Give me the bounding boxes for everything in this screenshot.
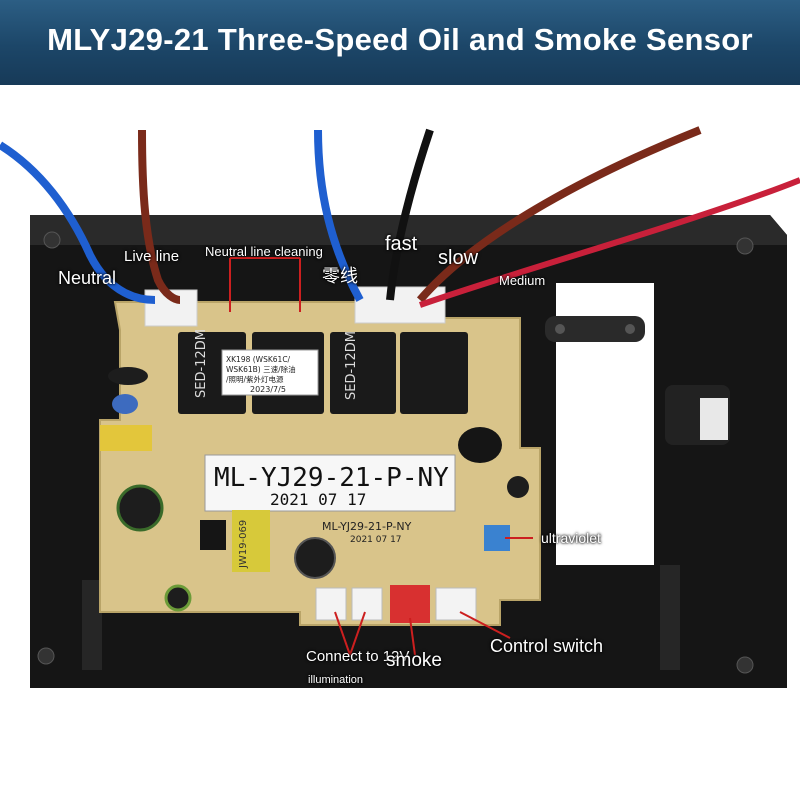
current-coil — [458, 427, 502, 463]
model-sticker — [204, 454, 456, 512]
svg-text:ML-YJ29-21-P-NY: ML-YJ29-21-P-NY — [214, 463, 449, 493]
svg-text:2023/7/5: 2023/7/5 — [250, 385, 286, 394]
connector-12v-a — [315, 587, 347, 621]
connector-control — [435, 587, 477, 621]
label-neutral: Neutral — [58, 268, 117, 288]
enclosure-rim — [30, 215, 787, 245]
wire-live-brown — [138, 129, 181, 304]
connector-12v-b — [351, 587, 383, 621]
mount-hole-bl — [37, 647, 55, 665]
wire-clip — [545, 316, 645, 342]
svg-text:/照明/紫外灯电源: /照明/紫外灯电源 — [226, 374, 284, 384]
label-smoke: smoke — [386, 650, 442, 671]
svg-text:WSK61B) 三速/除油: WSK61B) 三速/除油 — [226, 364, 296, 374]
capacitor-ec2 — [164, 584, 192, 612]
svg-text:XK198 (WSK61C/: XK198 (WSK61C/ — [226, 355, 291, 364]
label-zero-line: 零线 — [322, 266, 358, 286]
mount-hole-tl — [43, 231, 61, 249]
ic-chip — [200, 520, 226, 550]
capacitor-c2 — [294, 537, 336, 579]
connector-smoke — [390, 585, 430, 623]
svg-text:JW19-069: JW19-069 — [238, 520, 249, 569]
svg-text:2021 07 17: 2021 07 17 — [350, 535, 402, 545]
svg-text:ML-YJ29-21-P-NY: ML-YJ29-21-P-NY — [322, 520, 412, 533]
svg-text:SED-12DM: SED-12DM — [344, 331, 359, 400]
label-live-line: Live line — [124, 248, 180, 265]
wire-neutral-blue — [0, 141, 156, 304]
label-medium: Medium — [499, 273, 546, 288]
product-photo: SED-12DM SED-12DM XK198 (WSK61C/ WSK61B)… — [0, 85, 800, 800]
title-banner: MLYJ29-21 Three-Speed Oil and Smoke Sens… — [0, 0, 800, 85]
capacitor-ec3 — [507, 476, 529, 498]
label-connect-12v: Connect to 12V — [306, 648, 410, 665]
label-fast: fast — [385, 233, 418, 255]
wire-slow-brown — [416, 126, 702, 303]
small-sticker — [221, 349, 319, 396]
blue-capacitor — [112, 394, 138, 414]
label-illumination: illumination — [308, 674, 364, 686]
mount-hole-br — [736, 656, 754, 674]
wire-medium-red — [419, 177, 800, 308]
svg-text:2021 07 17: 2021 07 17 — [270, 490, 366, 509]
label-neutral-cleaning: Neutral line cleaning — [205, 244, 323, 259]
label-ultraviolet: ultraviolet — [541, 530, 601, 546]
wire-zero-blue — [314, 129, 364, 302]
ntc-thermistor — [108, 367, 148, 385]
mount-hole-tr — [736, 237, 754, 255]
capacitor-c1 — [116, 484, 164, 532]
label-control-switch: Control switch — [490, 636, 604, 656]
svg-text:SED-12DM: SED-12DM — [194, 329, 209, 398]
transformer — [232, 510, 270, 572]
banner-title: MLYJ29-21 Three-Speed Oil and Smoke Sens… — [47, 22, 753, 57]
wire-fast-black — [386, 128, 434, 301]
label-slow: slow — [438, 247, 479, 269]
